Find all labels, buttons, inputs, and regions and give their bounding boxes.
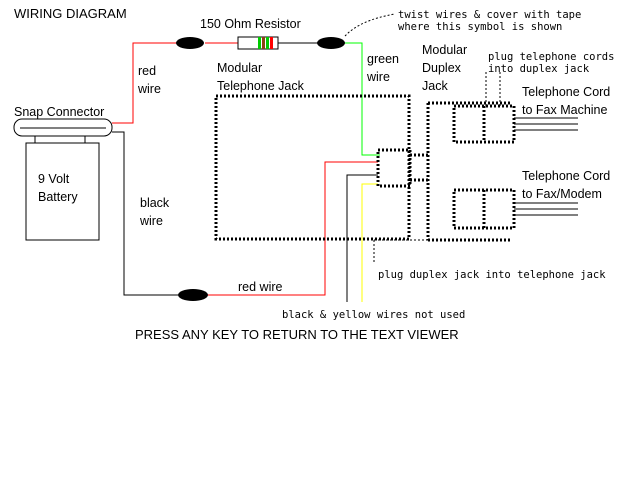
red-wire-top-label-1: red [138,64,156,78]
snap-connector-outline [13,118,113,137]
unused-wires-note: black & yellow wires not used [282,309,465,321]
battery-label-1: 9 Volt [38,172,70,186]
fax-modem-label-1: Telephone Cord [522,169,610,183]
red-wire-top-label-2: wire [137,82,161,96]
modular-telephone-jack [214,94,411,241]
black-wire-battery [112,131,178,296]
telephone-jack-label-2: Telephone Jack [217,79,305,93]
duplex-jack-label-3: Jack [422,79,448,93]
battery-label-2: Battery [38,190,78,204]
battery-body [25,142,100,241]
black-unused-wire [346,174,378,302]
green-wire-label-2: wire [366,70,390,84]
resistor-label: 150 Ohm Resistor [200,17,301,31]
wire-connector-top-right [317,37,345,49]
twist-note-arrow [344,13,396,37]
return-prompt: PRESS ANY KEY TO RETURN TO THE TEXT VIEW… [135,327,459,342]
duplex-plug-box [376,148,412,188]
red-wire-bottom-label: red wire [238,280,283,294]
black-wire-label-1: black [140,196,170,210]
plug-duplex-note: plug duplex jack into telephone jack [378,269,606,281]
duplex-jack-label-2: Duplex [422,61,462,75]
plug-cords-note-2: into duplex jack [488,63,590,75]
snap-connector-label: Snap Connector [14,105,104,119]
red-wire-top [112,42,178,124]
black-wire-label-2: wire [139,214,163,228]
red-wire-bottom [208,161,378,296]
green-wire-label-1: green [367,52,399,66]
telephone-jack-label-1: Modular [217,61,262,75]
twist-note-line2: where this symbol is shown [398,21,562,33]
duplex-jack-label-1: Modular [422,43,467,57]
diagram-title: WIRING DIAGRAM [14,6,127,21]
resistor-band-3 [266,37,269,49]
yellow-unused-wire [361,183,378,302]
plug-cords-note-1: plug telephone cords [488,51,614,63]
fax-machine-label-1: Telephone Cord [522,85,610,99]
wire-connector-top-left [176,37,204,49]
resistor-band-4 [270,37,273,49]
wire-connector-bottom [178,289,208,301]
fax-modem-label-2: to Fax/Modem [522,187,602,201]
green-wire [344,42,380,156]
resistor-band-2 [262,37,265,49]
resistor-band-1 [258,37,261,49]
twist-note-line1: twist wires & cover with tape [398,9,581,21]
fax-machine-label-2: to Fax Machine [522,103,608,117]
